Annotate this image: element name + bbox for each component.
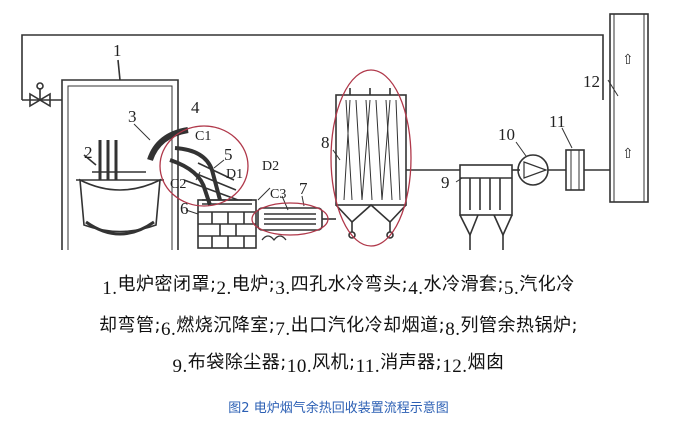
legend-line-2: 却弯管;6.燃烧沉降室;7.出口汽化冷却烟道;8.列管余热锅炉; — [0, 311, 677, 341]
legend-text: 电炉; — [231, 274, 276, 295]
legend-num: 2. — [216, 278, 232, 299]
legend-num: 1. — [102, 278, 118, 299]
legend-text: 电炉密闭罩; — [117, 274, 217, 295]
label-4: 4 — [191, 98, 200, 117]
label-3: 3 — [128, 107, 137, 126]
label-c3: C3 — [270, 187, 286, 202]
waste-heat-boiler — [335, 88, 460, 239]
label-9: 9 — [441, 173, 450, 192]
legend-text: 出口汽化冷却烟道; — [290, 315, 446, 336]
highlight-boiler — [330, 69, 412, 247]
legend-text: 水冷滑套; — [423, 274, 505, 295]
label-8: 8 — [321, 133, 330, 152]
label-6: 6 — [180, 199, 189, 218]
label-d1: D1 — [226, 167, 243, 182]
figure-caption: 图2 电炉烟气余热回收装置流程示意图 — [228, 401, 449, 416]
bag-filter — [459, 164, 520, 250]
legend-text: 四孔水冷弯头; — [290, 274, 409, 295]
return-pipe — [21, 34, 604, 100]
label-c2: C2 — [170, 177, 186, 192]
legend-num: 8. — [445, 319, 461, 340]
legend-text: 风机; — [312, 352, 356, 373]
highlight-flue — [251, 202, 329, 236]
legend-num: 10. — [286, 356, 313, 377]
legend-text: 汽化冷 — [519, 274, 575, 295]
label-11: 11 — [549, 112, 565, 131]
label-2: 2 — [84, 143, 93, 162]
legend-text: 消声器; — [380, 352, 443, 373]
legend-text: 列管余热锅炉; — [460, 315, 579, 336]
chimney-arrow-up-icon: ⇧ — [622, 147, 634, 162]
label-1: 1 — [113, 41, 122, 60]
label-5: 5 — [224, 145, 233, 164]
legend-num: 6. — [161, 319, 177, 340]
chimney-arrow-up-icon: ⇧ — [622, 53, 634, 68]
legend-num: 9. — [172, 356, 188, 377]
silencer — [565, 149, 610, 191]
legend-num: 3. — [275, 278, 291, 299]
legend-num: 5. — [504, 278, 520, 299]
highlight-elbow — [159, 125, 249, 207]
cooling-flue — [257, 207, 336, 231]
legend-num: 7. — [275, 319, 291, 340]
flow-diagram: 1 2 3 4 5 6 7 8 9 10 11 12 C1 C2 C3 D1 D… — [21, 13, 649, 250]
legend-text: 布袋除尘器; — [187, 352, 287, 373]
label-d2: D2 — [262, 159, 279, 174]
legend-num: 12. — [442, 356, 468, 377]
label-12: 12 — [583, 72, 600, 91]
water-cooled-elbow — [147, 127, 239, 206]
label-7: 7 — [299, 179, 308, 198]
legend-text: 烟囱 — [467, 352, 505, 373]
fan — [517, 154, 566, 186]
legend-text: 却弯管; — [98, 315, 162, 336]
electric-furnace — [76, 140, 164, 236]
label-10: 10 — [498, 125, 515, 144]
legend-text: 燃烧沉降室; — [176, 315, 276, 336]
legend-num: 4. — [408, 278, 424, 299]
legend-line-3: 9.布袋除尘器;10.风机;11.消声器;12.烟囱 — [0, 348, 677, 378]
valve-icon — [29, 82, 51, 108]
legend-line-1: 1.电炉密闭罩;2.电炉;3.四孔水冷弯头;4.水冷滑套;5.汽化冷 — [0, 270, 677, 300]
label-c1: C1 — [195, 129, 211, 144]
legend-num: 11. — [355, 356, 381, 377]
chimney — [609, 13, 649, 203]
